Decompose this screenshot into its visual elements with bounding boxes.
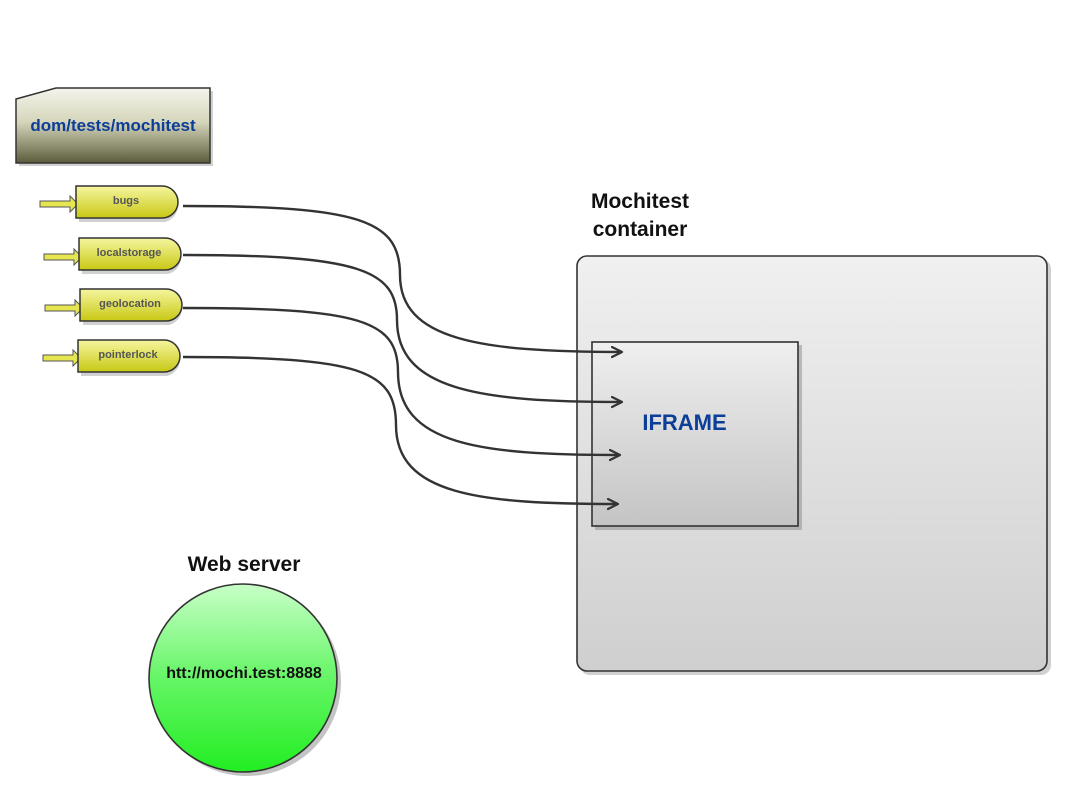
test-tab-pointerlock bbox=[42, 339, 181, 376]
server-circle bbox=[148, 583, 338, 773]
test-tab-bugs bbox=[39, 185, 179, 222]
connector-bugs bbox=[182, 204, 622, 352]
connector-pointerlock bbox=[182, 355, 618, 504]
iframe-node bbox=[591, 341, 802, 530]
iframe-box bbox=[591, 341, 799, 527]
folder-node bbox=[15, 87, 213, 166]
web-server-node bbox=[148, 583, 341, 776]
connector-geolocation bbox=[182, 306, 620, 455]
folder-shape bbox=[15, 87, 211, 164]
test-tab-localstorage bbox=[43, 237, 182, 274]
connector-localstorage bbox=[182, 253, 622, 402]
test-tab-geolocation bbox=[44, 288, 183, 325]
